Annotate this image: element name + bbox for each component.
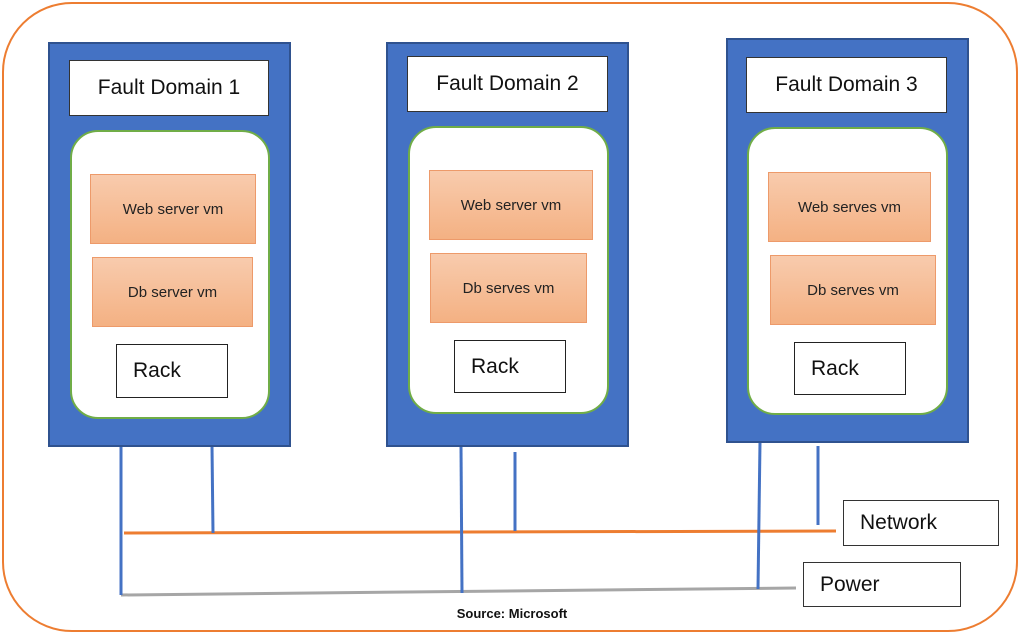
fault-domain-3-db-vm: Db serves vm [770, 255, 936, 325]
fd2-power-connector [459, 445, 464, 594]
fault-domain-3-web-vm: Web serves vm [768, 172, 931, 242]
fd3-power-connector [756, 441, 762, 590]
fd1-network-connector [210, 445, 215, 534]
network-line [123, 529, 837, 535]
fault-domain-1-title: Fault Domain 1 [69, 60, 269, 116]
fault-domain-3-rack: Rack [794, 342, 906, 395]
source-caption: Source: Microsoft [456, 606, 568, 621]
power-label: Power [803, 562, 961, 607]
fault-domain-1-db-vm: Db server vm [92, 257, 253, 327]
fault-domain-1-web-vm: Web server vm [90, 174, 256, 244]
power-line [120, 586, 797, 597]
fault-domain-3-title: Fault Domain 3 [746, 57, 947, 113]
fault-domain-2-web-vm: Web server vm [429, 170, 593, 240]
network-label: Network [843, 500, 999, 546]
fault-domain-1-rack: Rack [116, 344, 228, 398]
fault-domain-2-db-vm: Db serves vm [430, 253, 587, 323]
fault-domain-2-title: Fault Domain 2 [407, 56, 608, 112]
fault-domain-2-rack: Rack [454, 340, 566, 393]
